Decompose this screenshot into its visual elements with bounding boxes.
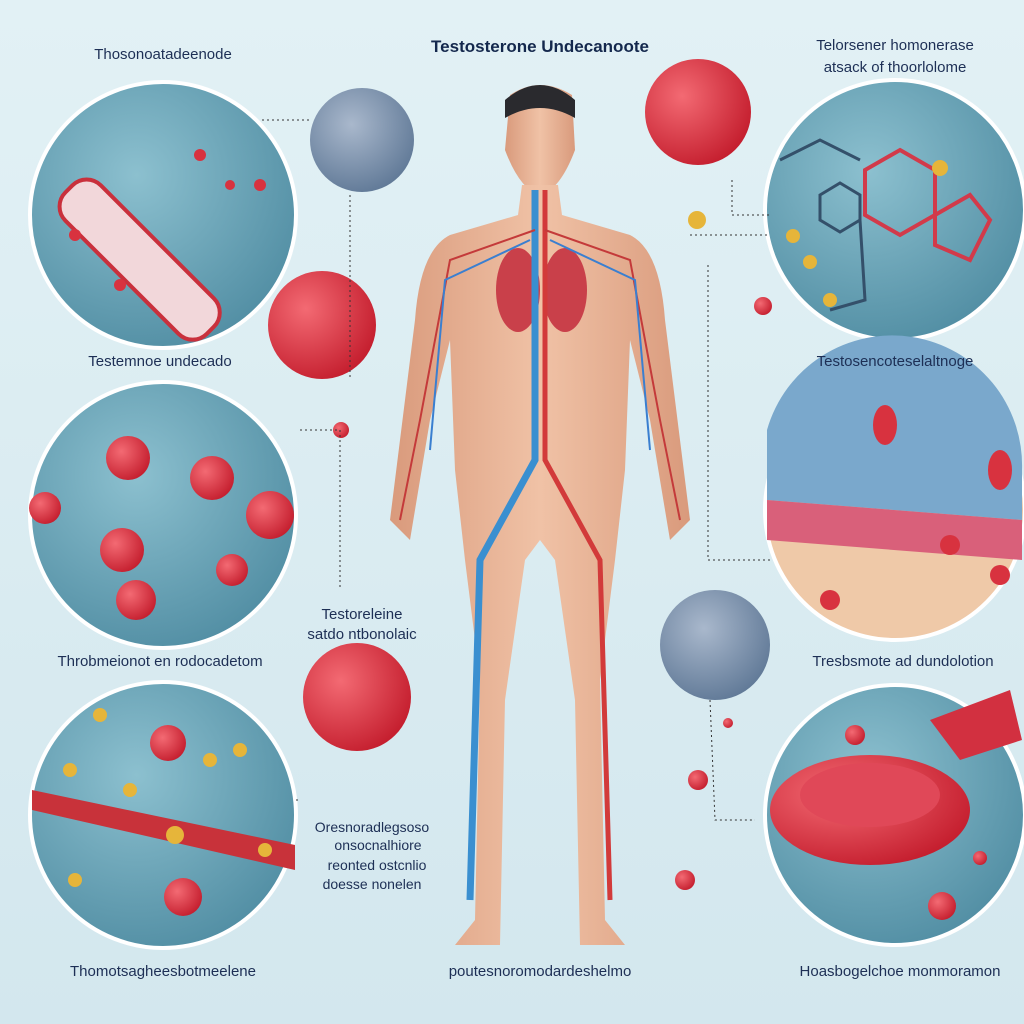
label-top-left: Thosonoatadeenode: [94, 46, 232, 63]
test-tube-icon: [57, 177, 222, 342]
label-bottom-left: Thomotsagheesbotmeelene: [70, 963, 256, 980]
virus-particle-icon: [660, 590, 770, 700]
label-center-left-line1: Testoreleine: [321, 606, 403, 623]
label-bottom-right: Hoasbogelchoe monmoramon: [799, 963, 1001, 980]
label-top-right-line2: atsack of thoorlolome: [823, 59, 967, 76]
panel-tissue-layers: [763, 335, 1024, 642]
label-mid-right: Tresbsmote ad dundolotion: [812, 653, 994, 670]
connector-lines: [262, 119, 770, 821]
label-lower-center-line4: doesse nonelen: [322, 876, 422, 892]
label-lower-center-line3: reonted ostcnlio: [327, 857, 427, 873]
virus-particle-icon: [310, 88, 414, 192]
label-lower-center-line1: Oresnoradlegsoso: [314, 819, 430, 835]
label-mid-left: Throbmeionot en rodocadetom: [57, 653, 263, 670]
label-top-right-line1: Telorsener homonerase: [816, 37, 974, 54]
label-center-left-line2: satdo ntbonolaic: [307, 626, 417, 643]
label-bottom-center: poutesnoromodardeshelmo: [448, 963, 632, 980]
panel-blood-sample: [28, 80, 298, 350]
human-body-figure: [390, 85, 690, 945]
label-lower-center-line2: onsocnalhiore: [334, 837, 422, 853]
panel-molecule-fibers: [28, 680, 298, 950]
panel-red-blood-cell: [763, 683, 1024, 947]
floating-cells: [268, 59, 772, 890]
label-upper-right: Testosencoteselaltnoge: [816, 353, 974, 370]
panel-red-cells: [28, 380, 298, 650]
panel-molecular-structure: [763, 78, 1024, 342]
page-title: Testosterone Undecanoote: [431, 37, 649, 56]
label-upper-left: Testemnoe undecado: [88, 353, 232, 370]
